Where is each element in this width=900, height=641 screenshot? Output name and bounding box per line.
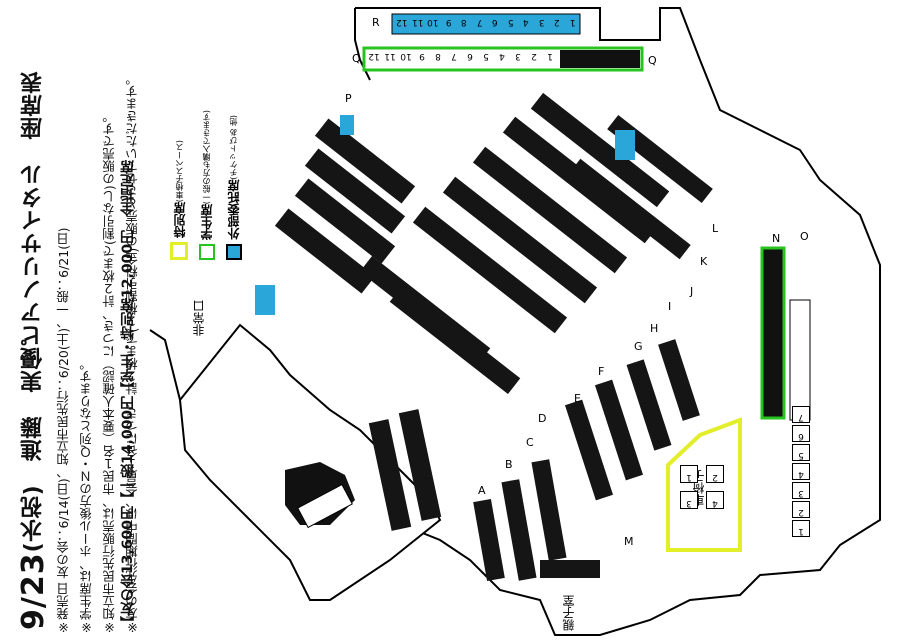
row-label-a: A <box>478 484 486 497</box>
seat-number: 11 <box>384 51 396 61</box>
row-label-g: G <box>634 340 643 353</box>
row-label-i: I <box>668 300 672 313</box>
seat-number: 9 <box>419 51 425 61</box>
seat-number: 6 <box>467 51 473 61</box>
seat-number: 8 <box>460 17 467 27</box>
row-label-p: P <box>345 92 352 105</box>
seat-number: 3 <box>792 482 810 499</box>
seat-number: 6 <box>491 17 498 27</box>
seat-number: 3 <box>680 491 698 509</box>
legend-special: 特別席(車椅子スペース) <box>170 30 188 260</box>
seat-number: 1 <box>569 17 576 27</box>
row-label-o: O <box>800 230 809 243</box>
legend-swatch <box>225 244 242 260</box>
seat-number: 3 <box>538 17 545 27</box>
legend-external: 外部委託席(チケットぴあ 他) <box>225 30 242 260</box>
hall-outline <box>149 7 881 636</box>
row-label-r: R <box>372 16 380 29</box>
row-r-seats <box>391 13 581 35</box>
legend-student: 学生席(一般の方も購入できます) <box>198 30 215 260</box>
row-label-d: D <box>538 412 547 425</box>
row-o-numbers: 1 2 3 4 5 6 7 <box>792 405 810 538</box>
row-label-q: Q <box>352 52 361 65</box>
seat-number: 2 <box>531 51 537 61</box>
row-label-e: E <box>574 392 581 405</box>
seat-number: 1 <box>680 465 698 483</box>
row-o-seats <box>789 299 811 421</box>
seat-number: 4 <box>522 17 529 27</box>
seat-number: 9 <box>445 17 452 27</box>
seat-blocks <box>274 92 713 581</box>
row-label-k: K <box>700 255 708 268</box>
row-label-l: L <box>712 222 719 235</box>
seat-number: 7 <box>451 51 457 61</box>
legend: 外部委託席(チケットぴあ 他) 学生席(一般の方も購入できます) 特別席(車椅子… <box>170 30 242 260</box>
seat-number: 7 <box>792 406 810 423</box>
seat-number: 10 <box>400 51 412 61</box>
row-label-b: B <box>505 458 513 471</box>
wheelchair-area <box>666 417 742 552</box>
seat-number: 4 <box>499 51 505 61</box>
external-seat-blocks <box>255 115 635 315</box>
seat-number: 12 <box>396 17 408 27</box>
seat-number: 5 <box>507 17 514 27</box>
seat-number: 7 <box>476 17 483 27</box>
seat-number: 1 <box>547 51 553 61</box>
seat-number: 2 <box>706 465 724 483</box>
seat-number: 8 <box>435 51 441 61</box>
row-n-seats <box>760 246 786 420</box>
seat-number: 1 <box>792 520 810 537</box>
seat-number: 10 <box>427 17 439 27</box>
seat-number: 3 <box>515 51 521 61</box>
emergency-exit-label: 非常口 <box>192 300 206 336</box>
row-label-f: F <box>598 365 605 378</box>
row-label-c: C <box>526 436 534 449</box>
seat-number: 6 <box>792 425 810 442</box>
seat-number: 11 <box>411 17 423 27</box>
seat-number: 12 <box>368 51 380 61</box>
seat-number: 4 <box>792 463 810 480</box>
row-label-h: H <box>650 322 659 335</box>
seat-number: 5 <box>483 51 489 61</box>
row-label-n: N <box>772 232 781 245</box>
legend-swatch <box>170 242 188 260</box>
seat-number: 5 <box>792 444 810 461</box>
legend-swatch <box>198 244 215 260</box>
seat-number: 4 <box>706 491 724 509</box>
row-q-seats <box>362 46 644 72</box>
seat-number: 2 <box>553 17 560 27</box>
row-label-q-right: Q <box>648 54 657 67</box>
seat-number: 2 <box>792 501 810 518</box>
nursery-label: 親子室 <box>562 595 576 631</box>
row-label-j: J <box>690 285 694 298</box>
row-label-m: M <box>624 535 634 548</box>
piano-icon <box>285 462 355 529</box>
